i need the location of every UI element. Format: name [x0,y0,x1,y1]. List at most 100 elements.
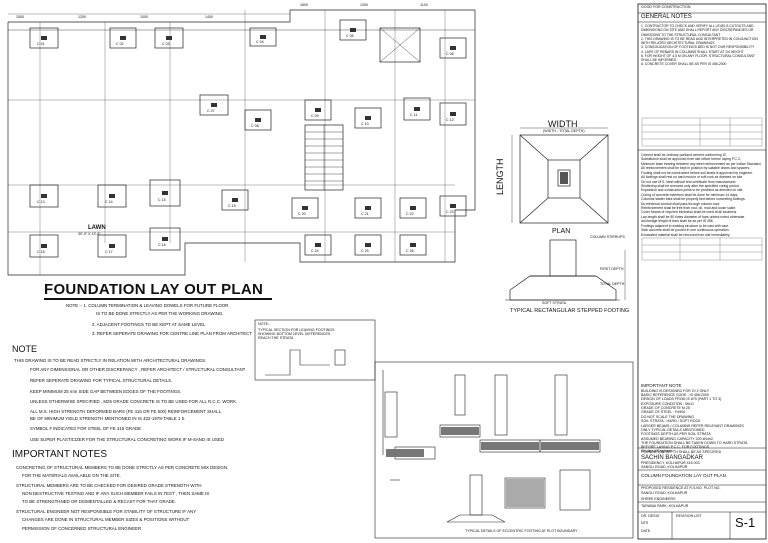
gn-body-line: Footing shall not be constructed before … [641,170,753,175]
column-label: C 14 [105,200,113,204]
column-label: C 20 [298,212,306,216]
column-label: C 16 [37,250,45,254]
column-label: C 08 [251,124,259,128]
in-line: DO NOT SCALE THE DRAWING [641,414,695,419]
dim-label: 1600 [300,3,308,7]
gn-body-line: Shuttering shall be removed only after t… [641,183,740,188]
column-label: C 03 [162,42,170,46]
total-depth: TOTAL DEPTH [600,282,625,286]
revisions-label: REVISION LIST [676,514,702,518]
struct-eng-label: Structural Engineer [641,449,672,453]
gn-body-line: Substitution shall be approved from site… [641,157,742,162]
date-label: DATE [641,529,651,533]
project-label: PROPOSED RESIDENCE AT R.S.NO. PLOT NO. [641,486,721,490]
note-box [254,319,376,381]
gn-body-line: Curing of concrete members shall be done… [641,192,739,197]
title-underline [44,298,272,300]
gn-body-line: Columns starter bars shall be properly t… [641,197,746,202]
in-line: SOIL STRATA : HARD / SOFT ROCK [641,419,701,424]
gn-body-line: Footings adjacent to existing structure … [641,223,730,228]
important-note-line: STRUCTURAL MEMBERS ARE TO BE CHECKED FOR… [16,483,202,488]
gn-body-line: Cement shall be ordinary portland cement… [641,153,727,157]
gn-body-line: Slab concrete shall be poured in one con… [641,228,730,233]
important-note-line: CHANGES ARE DONE IN STRUCTURAL MEMBER SI… [22,517,190,522]
stamp: GOOD FOR CONSTRUCTION [641,5,691,9]
lawn-size: 30'-0" X 13'-8" [78,232,101,236]
engineer-name: SACHIN BANGADKAR [641,455,704,461]
gn-para: 2. THIS DRAWING IS TO BE READ AND INTERP… [641,36,758,45]
sheet-title: COLUMN FOUNDATION LAY OUT PLAN [641,473,726,478]
plan-note-1b: IS TO BE DONE STRICTLY AS PER THE WORKIN… [96,311,224,316]
scale-label: NTS [641,521,649,525]
note-line: FOR ANY DIMENSIONAL OR OTHER DISCREPANCY… [30,367,246,372]
page-title: FOUNDATION LAY OUT PLAN [44,281,264,298]
length-label: LENGTH [495,158,505,195]
general-notes-heading: GENERAL NOTES [641,14,692,20]
in-line: LARGER BEAMS / COLUMNS REFER RELEVANT DR… [641,423,744,428]
in-line: GRADE OF CONCRETE M 25 [641,406,690,411]
note-box-title: NOTE:- [258,322,271,326]
gn-body-line: All footings shall rest on hard murum or… [641,175,744,180]
dim-label: 1100 [420,3,428,7]
note-line: REFER SEPERATE DRAWING FOR TYPICAL STRUC… [30,378,173,383]
drawing-no-label: DR. DESIG [641,514,660,518]
gn-para: 3. CONSOLIDATION OF FOOTINGS BED IS NOT … [641,45,755,50]
column-label: C 21 [361,212,369,216]
dim-label: 1000 [140,15,148,19]
important-note-panel: IMPORTANT NOTE BUILDING IS DESIGNED FOR … [641,383,763,454]
important-note-line: NON DESTRUCTIVE TESTING AND IF ANY SUCH … [22,491,210,496]
column-label: C 23 [446,210,454,214]
plot-boundary [7,9,476,276]
owner-label: SHREE ENGINEERS [641,497,676,501]
plan-note-1: NOTE :- 1. COLUMN TERMINATION & LEAVING … [66,303,229,308]
gn-body-line: Excavated material shall be removed from… [641,232,731,237]
gn-body-line: Cover blocks of required thickness shall… [641,210,738,215]
first-depth: FIRST DEPTH [600,267,624,271]
note-line: ALL M.S. HIGH STRENGTH DEFORMED BARS (FE… [30,409,222,414]
note-line: KEEP MINIMUM 25 mm SIDE GAP BETWEEN EDGE… [30,389,182,394]
column-label: C 02 [116,42,124,46]
column-label: C 18 [158,243,166,247]
column-label: C 17 [105,250,113,254]
column-label: C 13 [37,200,45,204]
in-line: FOOTINGS DEPTH AS PER SOIL STRATA [641,432,711,437]
project-location: SANGLI ROAD, KOLHAPUR [641,491,688,495]
note-line: THIS DRAWING IS TO BE READ STRICTLY IN R… [14,358,207,363]
gn-para: 6. CONCRETE COVER SHALL BE AS PER IS 456… [641,62,727,67]
plan-note-2: 2. ADJACENT FOOTINGS TO BE KEPT AT SAME … [92,322,206,327]
dim-label: 1300 [360,3,368,7]
note-box-text: TYPICAL SECTION FOR LEAVING FOOTINGS SHO… [258,328,335,341]
gn-body-line: Anchorage length of bars shall be as per… [641,219,714,224]
general-notes-paragraphs: 1. CONTRACTOR TO CHECK AND VERIFY ALL LE… [641,24,763,67]
width-label: WIDTH [548,119,578,129]
sheet-number: S-1 [735,515,756,530]
dim-label: 1500 [16,15,24,19]
in-line: GRADE OF STEEL : Fe500 [641,410,686,415]
column-label: C 10 [361,122,369,126]
dim-label: 1400 [205,15,213,19]
gn-body-line: Minimum base bearing between any steel r… [641,161,762,166]
dim-label: 1200 [78,15,86,19]
plan-note-3: 3. REFER SEPERATE DRAWING FOR CENTRE LIN… [92,331,253,336]
note-heading: NOTE [12,344,38,354]
column-label: C 01 [37,42,45,46]
important-notes-heading: IMPORTANT NOTES [12,449,108,460]
plan-label: PLAN [552,228,571,235]
footings [29,19,467,258]
gn-para: 4. LAPS OF REBARS IN COLUMNS SHALL START… [641,49,744,54]
gn-body-line: Reinforcement shall be free from rust, o… [641,206,736,211]
column-label: C 22 [406,212,414,216]
gn-body-line: All reinforcement shall be kept in posit… [641,166,751,171]
in-line: THE FOUNDATION SHALL BE TAKEN DOWN TO HA… [641,441,748,446]
important-note-line: TO BE STRENGTHNED OR DISMENTALLED & RECA… [22,499,176,504]
note-line: BE OF MINIMUM YIELD STRENGTH MENTIONED I… [30,416,186,421]
column-label: C 04 [256,40,264,44]
footing-caption: TYPICAL RECTANGULAR STEPPED FOOTING [510,308,630,314]
column-label: C 19 [228,204,236,208]
in-line: FOUNDATION DEPTH SHALL BE AS SPECIFIED [641,449,722,454]
gn-body-line: Expansion and construction joints to be … [641,188,744,193]
column-stirrups: COLUMN STIRRUPS [590,235,625,239]
column-label: C 06 [446,52,454,56]
section-details-frame [374,361,634,539]
